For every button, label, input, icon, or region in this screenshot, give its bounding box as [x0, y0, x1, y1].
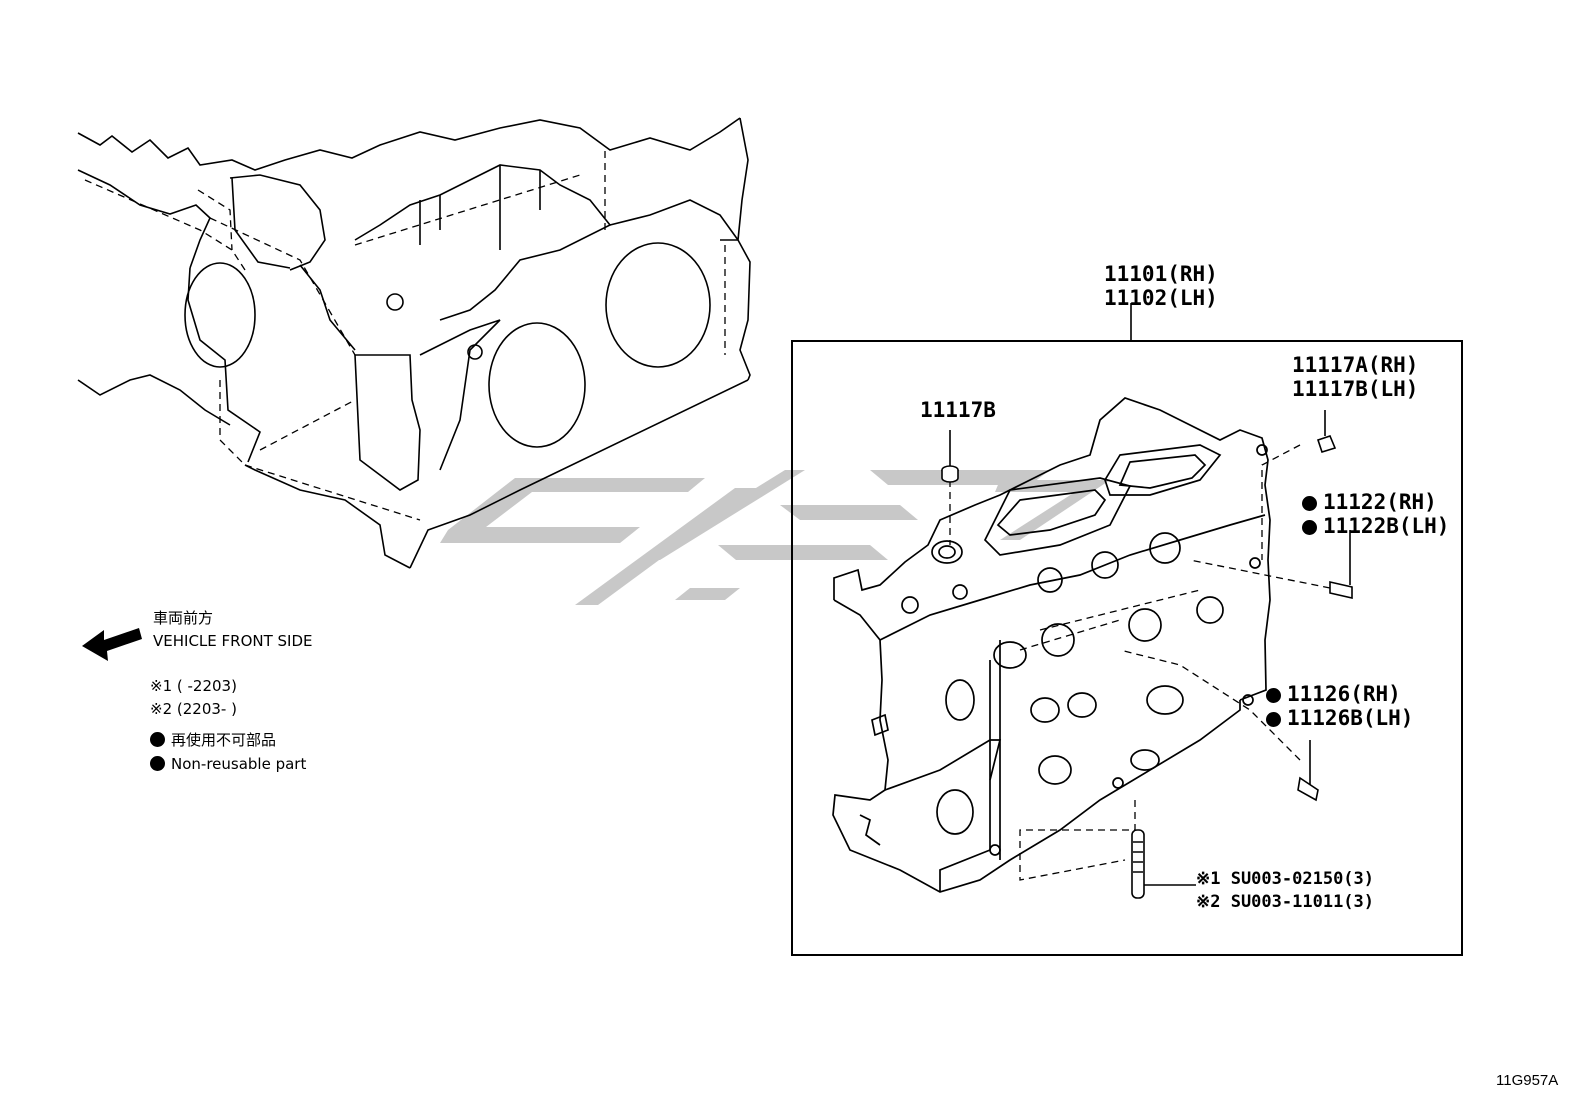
- label-guide-in-lh: 11122B(LH): [1302, 514, 1449, 538]
- arrow-left-icon: [82, 628, 142, 661]
- label-guide-ex-lh: 11126B(LH): [1266, 706, 1413, 730]
- legend-nonreusable-jp: 再使用不可部品: [150, 731, 276, 749]
- brand-logo-watermark: [440, 470, 1110, 605]
- cylinder-head-frame: [791, 340, 1463, 956]
- legend-note-2: ※2 (2203- ): [150, 700, 237, 718]
- valve-guide-exhaust-icon: [1297, 740, 1319, 802]
- label-guide-in-rh: 11122(RH): [1302, 490, 1437, 514]
- label-plug-b-lh: 11117B(LH): [1292, 377, 1419, 401]
- legend-nonreusable-en: Non-reusable part: [150, 755, 306, 773]
- cylinder-head-drawing: [832, 397, 1271, 893]
- filled-circle-icon: [1302, 496, 1317, 511]
- label-stud-2: ※2 SU003-11011(3): [1196, 892, 1375, 912]
- filled-circle-icon: [150, 756, 165, 771]
- stud-bolt-icon: [1131, 829, 1196, 899]
- filled-circle-icon: [150, 732, 165, 747]
- label-head-rh: 11101(RH): [1104, 262, 1218, 286]
- valve-guide-intake-icon: [1329, 530, 1353, 600]
- engine-block-drawing: [77, 117, 751, 569]
- label-stud-1: ※1 SU003-02150(3): [1196, 869, 1375, 889]
- plug-11117a-icon: [1316, 410, 1337, 453]
- filled-circle-icon: [1266, 712, 1281, 727]
- legend-front-jp: 車両前方: [153, 609, 214, 627]
- label-guide-ex-rh: 11126(RH): [1266, 682, 1401, 706]
- cylinder-head-dashed-lines: [949, 444, 1331, 881]
- engine-block-hidden-lines: [84, 150, 726, 521]
- legend-front-en: VEHICLE FRONT SIDE: [153, 632, 313, 650]
- label-plug-b: 11117B: [920, 398, 996, 422]
- filled-circle-icon: [1266, 688, 1281, 703]
- legend-note-1: ※1 ( -2203): [150, 677, 237, 695]
- label-head-lh: 11102(LH): [1104, 286, 1218, 310]
- label-plug-a-rh: 11117A(RH): [1292, 353, 1419, 377]
- plug-11117b-icon: [941, 430, 959, 483]
- filled-circle-icon: [1302, 520, 1317, 535]
- diagram-code: 11G957A: [1496, 1072, 1559, 1089]
